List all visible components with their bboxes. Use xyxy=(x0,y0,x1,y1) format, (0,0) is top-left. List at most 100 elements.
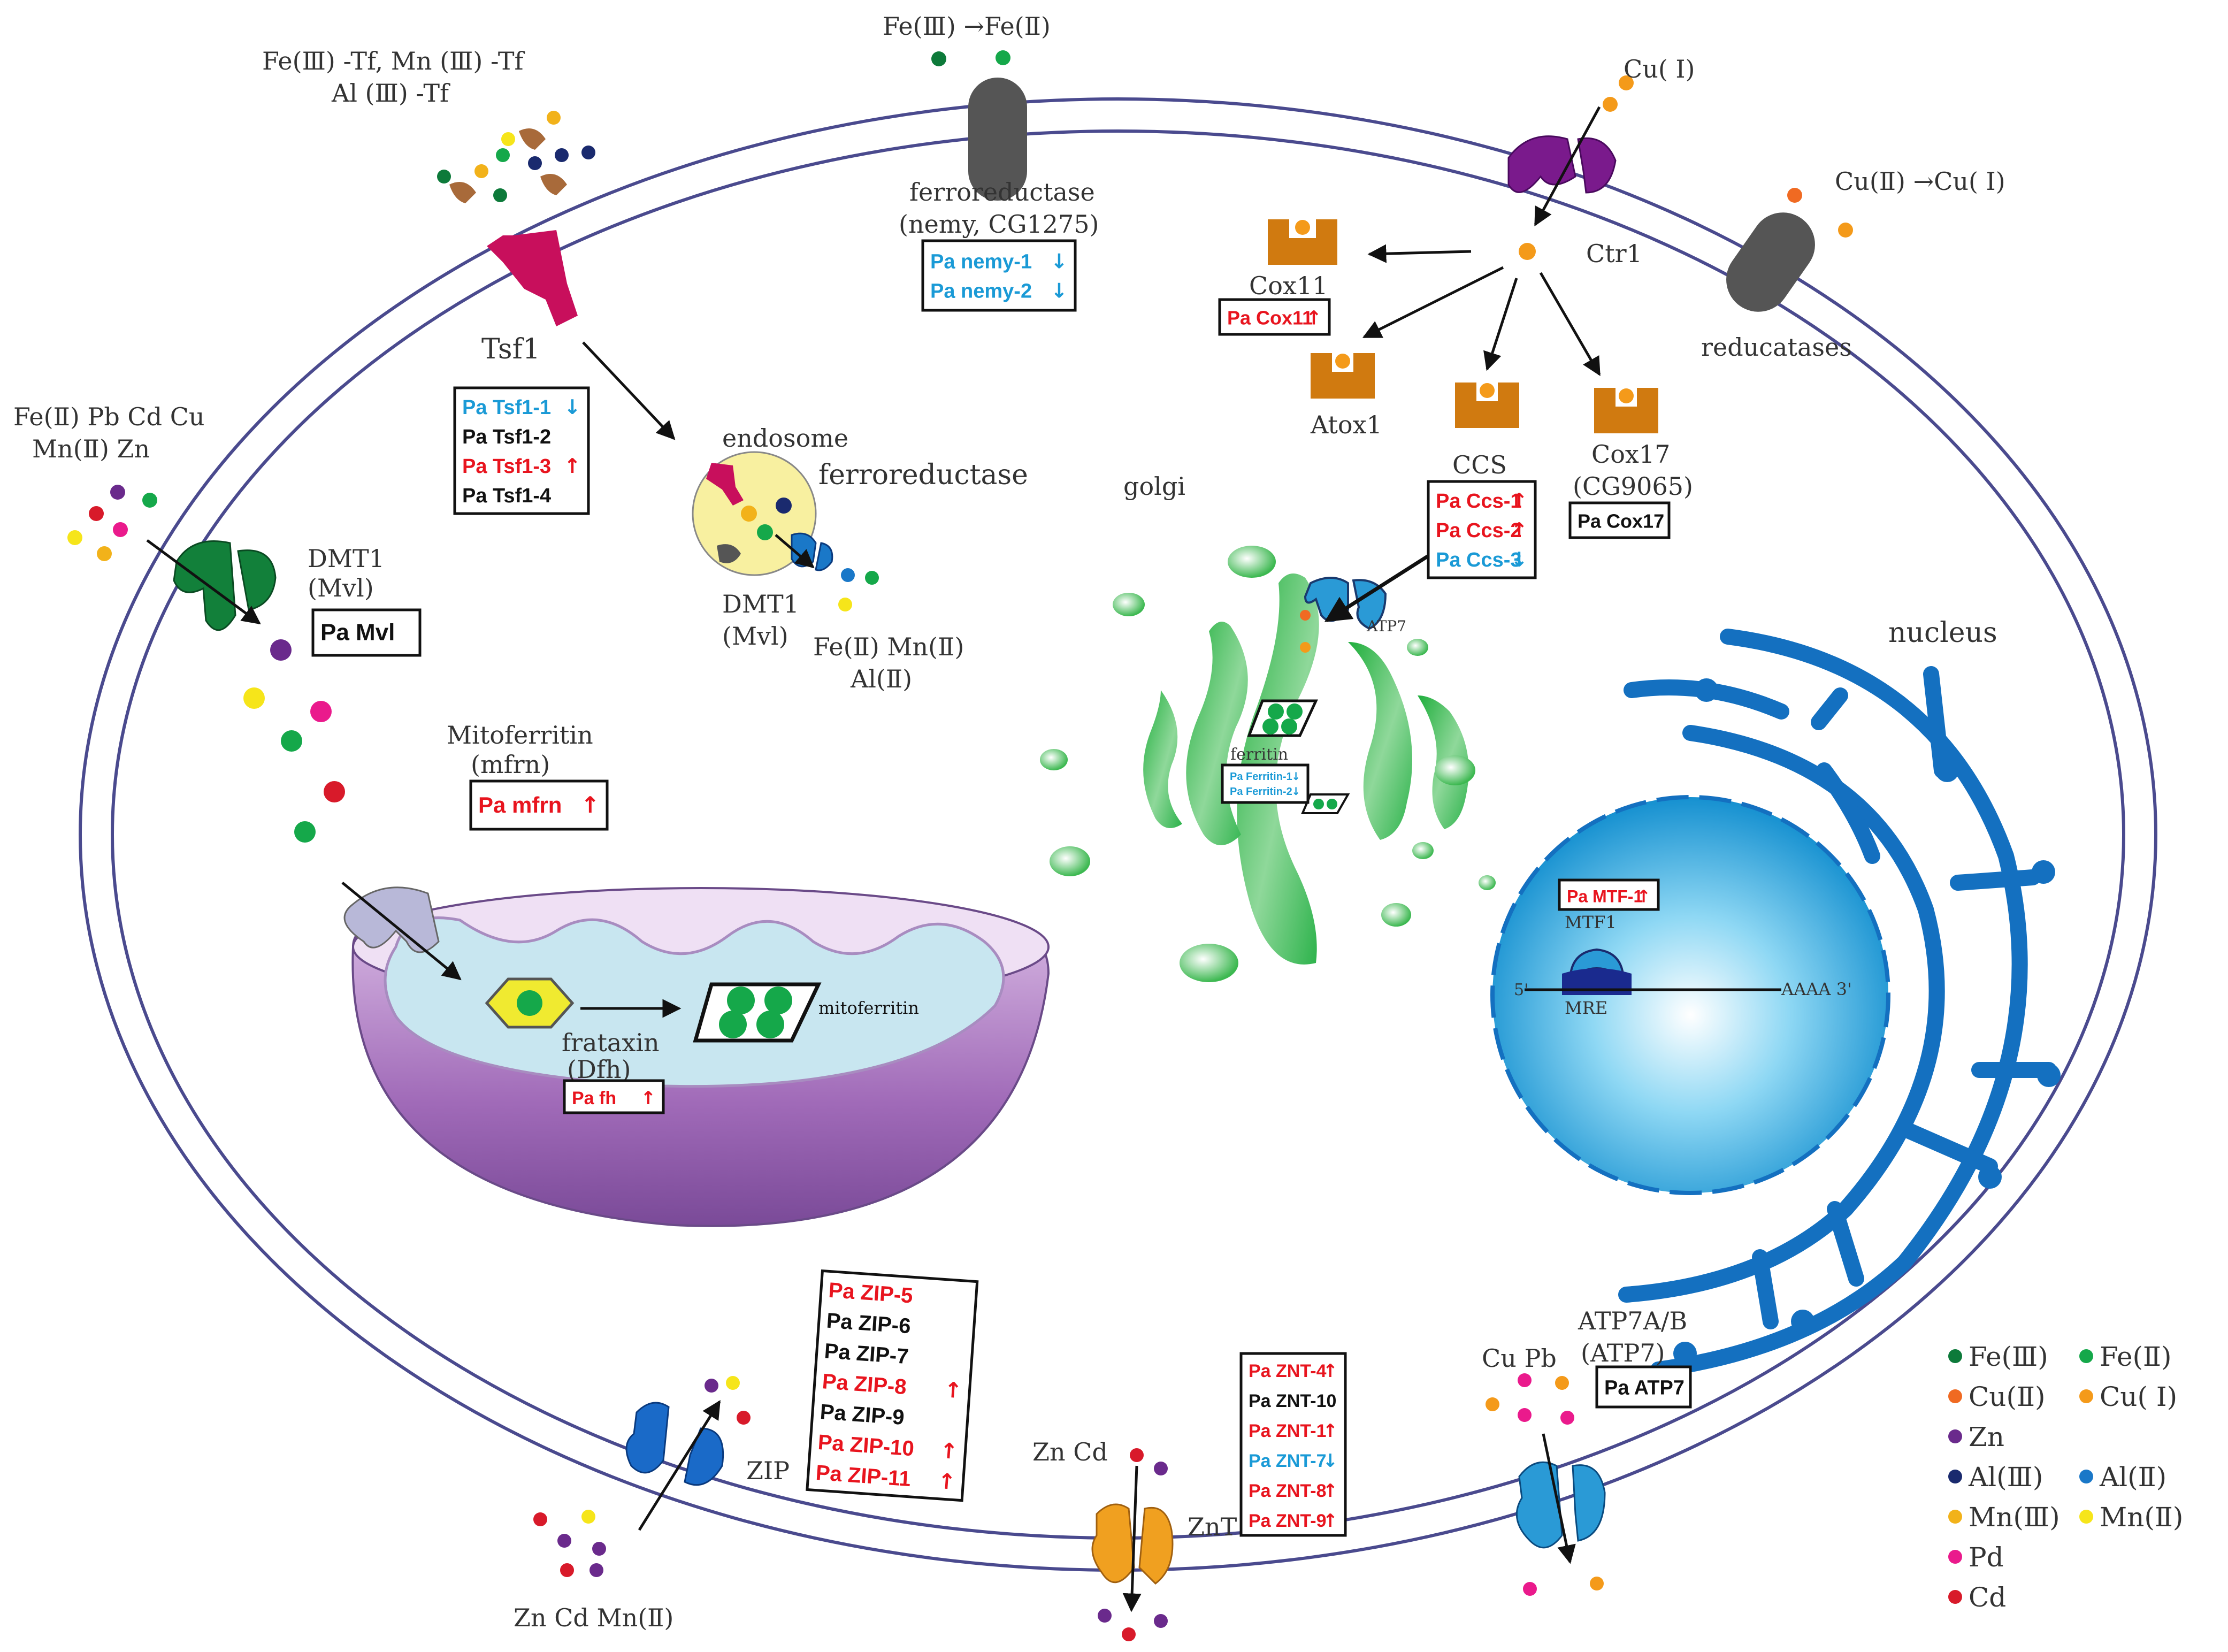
znt-label: ZnT xyxy=(1188,1512,1237,1541)
gene-arrow: ↑ xyxy=(1323,1360,1338,1382)
gene-label: Pa nemy-2 xyxy=(930,280,1032,302)
ctr1-label: Ctr1 xyxy=(1586,239,1642,268)
legend-swatch xyxy=(1948,1389,1962,1403)
zip-label: ZIP xyxy=(746,1456,790,1485)
mitoferritin-cage xyxy=(693,982,822,1043)
gene-arrow: ↓ xyxy=(1051,249,1068,273)
gene-label: Pa ZNT-9 xyxy=(1249,1511,1326,1531)
legend-swatch xyxy=(2079,1510,2093,1524)
zip-transporter xyxy=(625,1400,724,1531)
mvl-gene-box: Pa Mvl xyxy=(311,608,422,657)
gene-label: Pa nemy-1 xyxy=(930,250,1032,273)
atp7ab-transporter xyxy=(1515,1433,1606,1564)
znt-ions-label: Zn Cd xyxy=(1032,1437,1108,1466)
gene-label: Pa ATP7 xyxy=(1604,1376,1685,1399)
endo-ions-line2: Al(Ⅱ) xyxy=(850,664,912,693)
legend-item: Pd xyxy=(1948,1542,2004,1573)
atp7ab-label: ATP7A/B xyxy=(1578,1306,1687,1335)
gene-label: Pa fh xyxy=(572,1088,616,1108)
mfrn-gene-box: Pa mfrn↑ xyxy=(469,779,609,831)
mitoferritin-inner-label: mitoferritin xyxy=(818,998,919,1018)
gene-label: Pa Tsf1-2 xyxy=(462,426,551,448)
atp7ab-gene-label: (ATP7) xyxy=(1581,1339,1665,1367)
gene-label: Pa Ccs-3 xyxy=(1436,549,1522,571)
legend-item: Zn xyxy=(1948,1421,2004,1452)
gene-arrow: ↓ xyxy=(1511,548,1528,571)
gene-label: Pa ZIP-6 xyxy=(825,1309,912,1339)
gene-label: Pa Ferritin-2 xyxy=(1230,786,1292,798)
golgi xyxy=(1040,544,1496,982)
nemy-gene-box: Pa nemy-1 ↓ Pa nemy-2 ↓ xyxy=(921,239,1077,312)
gene-label: Pa Mvl xyxy=(320,619,395,645)
endo-ions-line1: Fe(Ⅱ) Mn(Ⅱ) xyxy=(813,632,964,661)
dmt1-label: DMT1 xyxy=(308,544,385,573)
gene-boxes: Pa nemy-1↓Pa nemy-2↓Pa Tsf1-1↓Pa Tsf1-2P… xyxy=(311,239,1692,1409)
legend-item: Al(Ⅲ) xyxy=(1948,1462,2043,1493)
reducatase-protein xyxy=(1726,212,1815,312)
gene-arrow: ↑ xyxy=(1636,886,1651,906)
mtf-gene-box: Pa MTF-1↑ xyxy=(1558,878,1660,911)
legend-swatch xyxy=(2079,1389,2093,1403)
legend-label: Zn xyxy=(1969,1421,2004,1452)
cox11-gene-box: Pa Cox11↑ xyxy=(1218,298,1331,336)
gene-arrow: ↓ xyxy=(1291,785,1300,798)
aaaa-label: AAAA 3' xyxy=(1781,979,1852,999)
endo-mvl-label: (Mvl) xyxy=(722,622,788,651)
gene-label: Pa Tsf1-3 xyxy=(462,455,551,478)
gene-arrow: ↑ xyxy=(943,1378,963,1403)
tsf1-label: Tsf1 xyxy=(481,333,540,365)
ctr1-transporter xyxy=(1507,106,1617,227)
legend-item: Cd xyxy=(1948,1582,2006,1613)
legend-label: Al(Ⅲ) xyxy=(1968,1462,2043,1493)
ccs-label: CCS xyxy=(1452,450,1507,479)
mitochondrion xyxy=(343,886,1050,1227)
legend-swatch xyxy=(1948,1349,1962,1363)
gene-arrow: ↑ xyxy=(1323,1510,1338,1532)
legend-item: Fe(Ⅲ) xyxy=(1948,1341,2048,1372)
frataxin-label: frataxin xyxy=(562,1028,660,1057)
cox11-label: Cox11 xyxy=(1249,271,1328,300)
gene-label: Pa ZNT-4 xyxy=(1249,1361,1327,1381)
cell-membrane xyxy=(79,97,2157,1572)
legend-item: Fe(Ⅱ) xyxy=(2079,1341,2172,1372)
legend-swatch xyxy=(1948,1590,1962,1604)
endosome xyxy=(692,451,879,611)
gene-label: Pa Cox17 xyxy=(1578,510,1664,532)
gene-arrow: ↑ xyxy=(1306,307,1322,329)
legend-item: Mn(Ⅱ) xyxy=(2079,1502,2183,1533)
gene-arrow: ↓ xyxy=(564,395,581,419)
gene-arrow: ↓ xyxy=(1051,279,1068,302)
legend-label: Cu(Ⅱ) xyxy=(1969,1381,2045,1412)
atp7-golgi-label: ATP7 xyxy=(1366,617,1406,635)
gene-arrow: ↑ xyxy=(1323,1480,1338,1502)
gene-arrow: ↑ xyxy=(581,792,600,818)
dmt1-ions-line2: Mn(Ⅱ) Zn xyxy=(32,434,150,463)
legend-label: Cd xyxy=(1969,1582,2006,1613)
legend-label: Pd xyxy=(1969,1542,2004,1573)
golgi-ferritin-cage xyxy=(1247,699,1350,814)
cox17-label: Cox17 xyxy=(1591,440,1670,469)
ferroreductase-nemy xyxy=(968,78,1027,201)
legend-item: Cu( Ⅰ) xyxy=(2079,1381,2177,1412)
fh-gene-box: Pa fh↑ xyxy=(563,1079,665,1114)
legend-item: Al(Ⅱ) xyxy=(2079,1462,2166,1493)
legend-swatch xyxy=(1948,1470,1962,1483)
ferritin-gene-box: Pa Ferritin-1↓Pa Ferritin-2↓ xyxy=(1221,763,1310,804)
gene-label: Pa Tsf1-1 xyxy=(462,396,551,419)
mfrn-gene-label: (mfrn) xyxy=(471,750,550,779)
legend-swatch xyxy=(1948,1429,1962,1443)
five-prime-label: 5' xyxy=(1514,981,1528,999)
gene-label: Pa Ccs-2 xyxy=(1436,519,1522,542)
legend-item: Cu(Ⅱ) xyxy=(1948,1381,2045,1412)
copper-chaperones xyxy=(1268,219,1658,433)
gene-label: Pa Cox11 xyxy=(1227,307,1313,328)
atp7-gene-box: Pa ATP7 xyxy=(1595,1365,1692,1409)
golgi-label: golgi xyxy=(1123,472,1185,501)
cox17-gene-label: (CG9065) xyxy=(1573,472,1693,501)
gene-arrow: ↑ xyxy=(564,454,581,478)
fe-reduction-label: Fe(Ⅲ) →Fe(Ⅱ) xyxy=(883,12,1051,41)
mitoferritin-label: Mitoferritin xyxy=(447,721,593,749)
gene-arrow: ↓ xyxy=(1291,770,1300,783)
cu-reduction-label: Cu(Ⅱ) →Cu( Ⅰ) xyxy=(1835,167,2005,196)
